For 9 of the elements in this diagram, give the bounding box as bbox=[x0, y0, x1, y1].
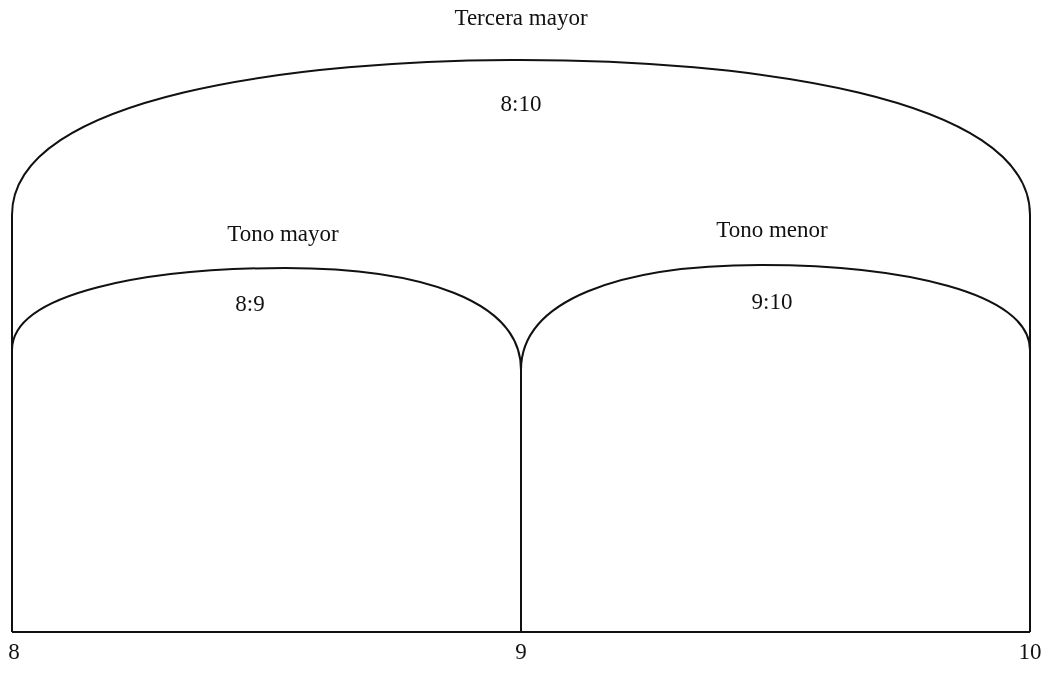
interval-name: Tercera mayor bbox=[454, 6, 588, 29]
point-label: 9 bbox=[515, 640, 527, 663]
ratio-label: 8:10 bbox=[500, 92, 542, 115]
ratio-label: 9:10 bbox=[751, 290, 793, 313]
point-label: 8 bbox=[8, 640, 20, 663]
interval-name: Tono mayor bbox=[227, 222, 339, 245]
point-label: 10 bbox=[1018, 640, 1042, 663]
interval-name: Tono menor bbox=[716, 218, 828, 241]
ratio-label: 8:9 bbox=[235, 292, 265, 315]
